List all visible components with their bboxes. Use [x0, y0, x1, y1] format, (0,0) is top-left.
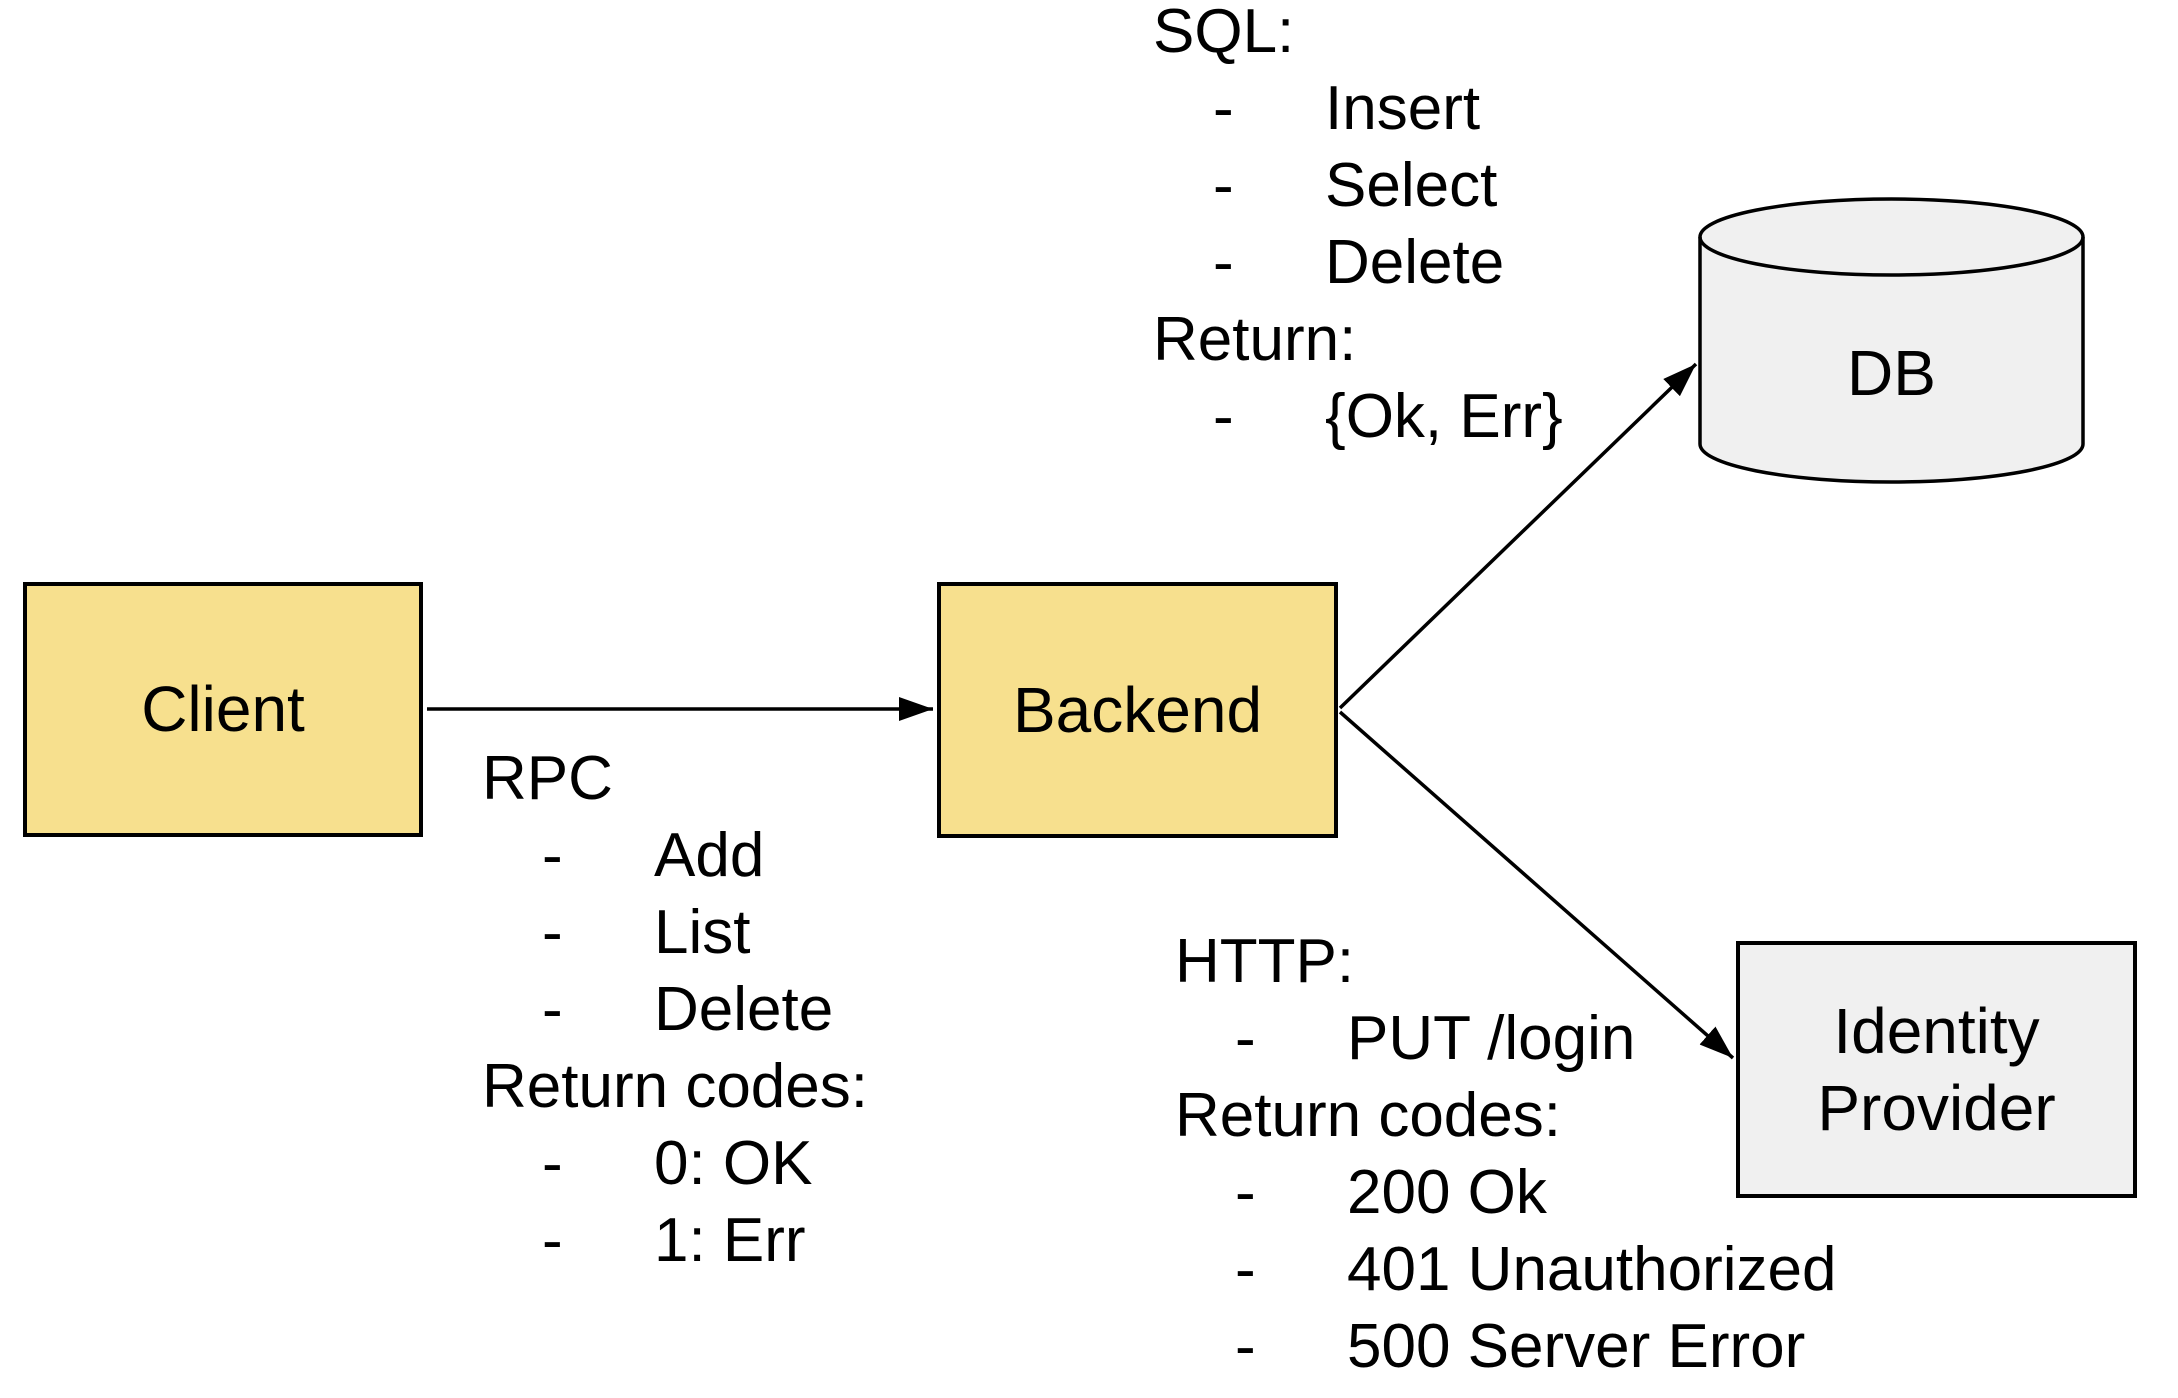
annotation-text: List: [654, 898, 751, 967]
annotation-line: HTTP:: [1175, 927, 1355, 996]
bullet-dash: -: [542, 821, 563, 890]
bullet-dash: -: [1235, 1235, 1256, 1304]
annotation-text: 0: OK: [654, 1129, 813, 1198]
annotation-line: SQL:: [1153, 0, 1295, 66]
annotation-line: - PUT /login: [1175, 1000, 1935, 1077]
backend-node-label: Backend: [1012, 673, 1263, 746]
annotation-text: PUT /login: [1347, 1004, 1636, 1073]
annotation-line: - Insert: [1153, 70, 1913, 147]
client-node-label: Client: [141, 673, 305, 745]
annotation-text: 401 Unauthorized: [1347, 1235, 1837, 1304]
identity-provider-node: Identity Provider: [1736, 941, 2137, 1198]
bullet-dash: -: [1213, 151, 1234, 220]
annotation-line: Return codes:: [482, 1052, 868, 1121]
annotation-text: 1: Err: [654, 1206, 806, 1275]
bullet-dash: -: [542, 1129, 563, 1198]
identity-provider-node-label: Identity Provider: [1817, 994, 2056, 1144]
bullet-dash: -: [1213, 382, 1234, 451]
db-node-label: DB: [1847, 337, 1936, 409]
bullet-dash: -: [1235, 1004, 1256, 1073]
bullet-dash: -: [1213, 228, 1234, 297]
bullet-dash: -: [542, 1206, 563, 1275]
annotation-text: Insert: [1325, 74, 1481, 143]
annotation-line: - 0: OK: [482, 1125, 1242, 1202]
annotation-line: Return codes:: [1175, 1081, 1561, 1150]
db-cylinder-shape: [1698, 197, 2085, 484]
annotation-line: - 401 Unauthorized: [1175, 1231, 1935, 1308]
annotation-line: - Select: [1153, 147, 1913, 224]
annotation-line: - 500 Server Error: [1175, 1308, 1935, 1385]
annotation-line: - Add: [482, 817, 1242, 894]
annotation-line: - 200 Ok: [1175, 1154, 1935, 1231]
bullet-dash: -: [1213, 74, 1234, 143]
client-node: Client: [23, 582, 423, 837]
annotation-text: 500 Server Error: [1347, 1312, 1806, 1381]
annotation-line: - Delete: [1153, 224, 1913, 301]
annotation-line: RPC: [482, 744, 613, 813]
annotation-text: Delete: [654, 975, 834, 1044]
annotation-line: - Delete: [482, 971, 1242, 1048]
annotation-text: {Ok, Err}: [1325, 382, 1563, 451]
backend-node: Backend: [937, 582, 1338, 838]
annotation-line: - 1: Err: [482, 1202, 1242, 1279]
bullet-dash: -: [1235, 1158, 1256, 1227]
annotation-line: Return:: [1153, 305, 1357, 374]
annotation-line: - List: [482, 894, 1242, 971]
annotation-line: - {Ok, Err}: [1153, 378, 1913, 455]
bullet-dash: -: [542, 898, 563, 967]
bullet-dash: -: [1235, 1312, 1256, 1381]
annotation-text: Select: [1325, 151, 1498, 220]
annotation-text: Delete: [1325, 228, 1505, 297]
db-cylinder-rim: [1698, 236, 2085, 277]
annotation-text: Add: [654, 821, 765, 890]
annotation-text: 200 Ok: [1347, 1158, 1547, 1227]
db-node: DB: [1698, 197, 2085, 512]
bullet-dash: -: [542, 975, 563, 1044]
